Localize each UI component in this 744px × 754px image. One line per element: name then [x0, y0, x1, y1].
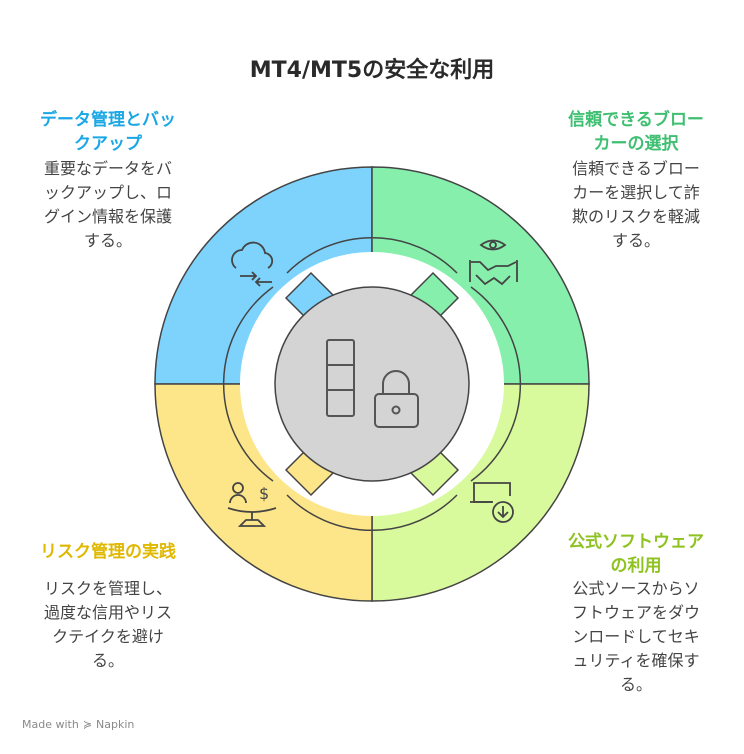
risk-description: リスクを管理し、 過度な信用やリス クテイクを避け る。: [20, 577, 196, 673]
official-line: ンロードしてセキ: [572, 627, 700, 646]
official-heading: 公式ソフトウェア の利用: [546, 530, 726, 578]
broker-line: 信頼できるブロー: [572, 159, 700, 178]
svg-text:$: $: [259, 484, 269, 503]
broker-heading-line: カーの選択: [593, 134, 679, 154]
official-description: 公式ソースからソ フトウェアをダウ ンロードしてセキ ュリティを確保す る。: [546, 577, 726, 697]
broker-heading-line: 信頼できるブロー: [568, 110, 704, 130]
lock-database-icon: [326, 339, 419, 428]
footer-text: Made with: [22, 718, 79, 731]
official-line: フトウェアをダウ: [571, 603, 700, 622]
official-line: ュリティを確保す: [572, 651, 700, 670]
broker-line: する。: [611, 231, 660, 250]
download-screen-icon: [470, 482, 514, 523]
risk-heading-line: リスク管理の実践: [40, 542, 176, 562]
footer-brand: Napkin: [96, 718, 135, 731]
backup-line: グイン情報を保護: [43, 207, 172, 226]
broker-heading: 信頼できるブロー カーの選択: [546, 108, 726, 156]
risk-line: クテイクを避け: [52, 627, 164, 646]
backup-heading-line: データ管理とバッ: [40, 110, 176, 130]
risk-line: る。: [91, 651, 124, 670]
broker-line: カーを選択して詐: [572, 183, 700, 202]
handshake-eye-icon: [469, 239, 518, 286]
footer: Made with ≽ Napkin: [22, 718, 134, 731]
center-disk: [274, 286, 470, 482]
broker-description: 信頼できるブロー カーを選択して詐 欺のリスクを軽減 する。: [546, 157, 726, 253]
official-line: 公式ソースからソ: [572, 579, 700, 598]
risk-line: リスクを管理し、: [43, 579, 172, 598]
official-heading-line: 公式ソフトウェア: [568, 532, 704, 552]
risk-heading: リスク管理の実践: [20, 540, 196, 564]
napkin-logo-icon: ≽: [82, 718, 93, 731]
backup-heading: データ管理とバッ クアップ: [20, 108, 196, 156]
risk-line: 過度な信用やリス: [43, 603, 172, 622]
official-line: る。: [619, 675, 652, 694]
cloud-sync-icon: [231, 241, 274, 287]
backup-line: ックアップし、ロ: [43, 183, 172, 202]
backup-description: 重要なデータをバ ックアップし、ロ グイン情報を保護 する。: [20, 157, 196, 253]
broker-line: 欺のリスクを軽減: [571, 207, 700, 226]
backup-line: する。: [83, 231, 132, 250]
backup-line: 重要なデータをバ: [43, 159, 172, 178]
balance-scale-icon: $: [227, 482, 277, 527]
official-heading-line: の利用: [610, 556, 662, 576]
diagram-title: MT4/MT5の安全な利用: [249, 58, 495, 83]
backup-heading-line: クアップ: [74, 134, 142, 154]
